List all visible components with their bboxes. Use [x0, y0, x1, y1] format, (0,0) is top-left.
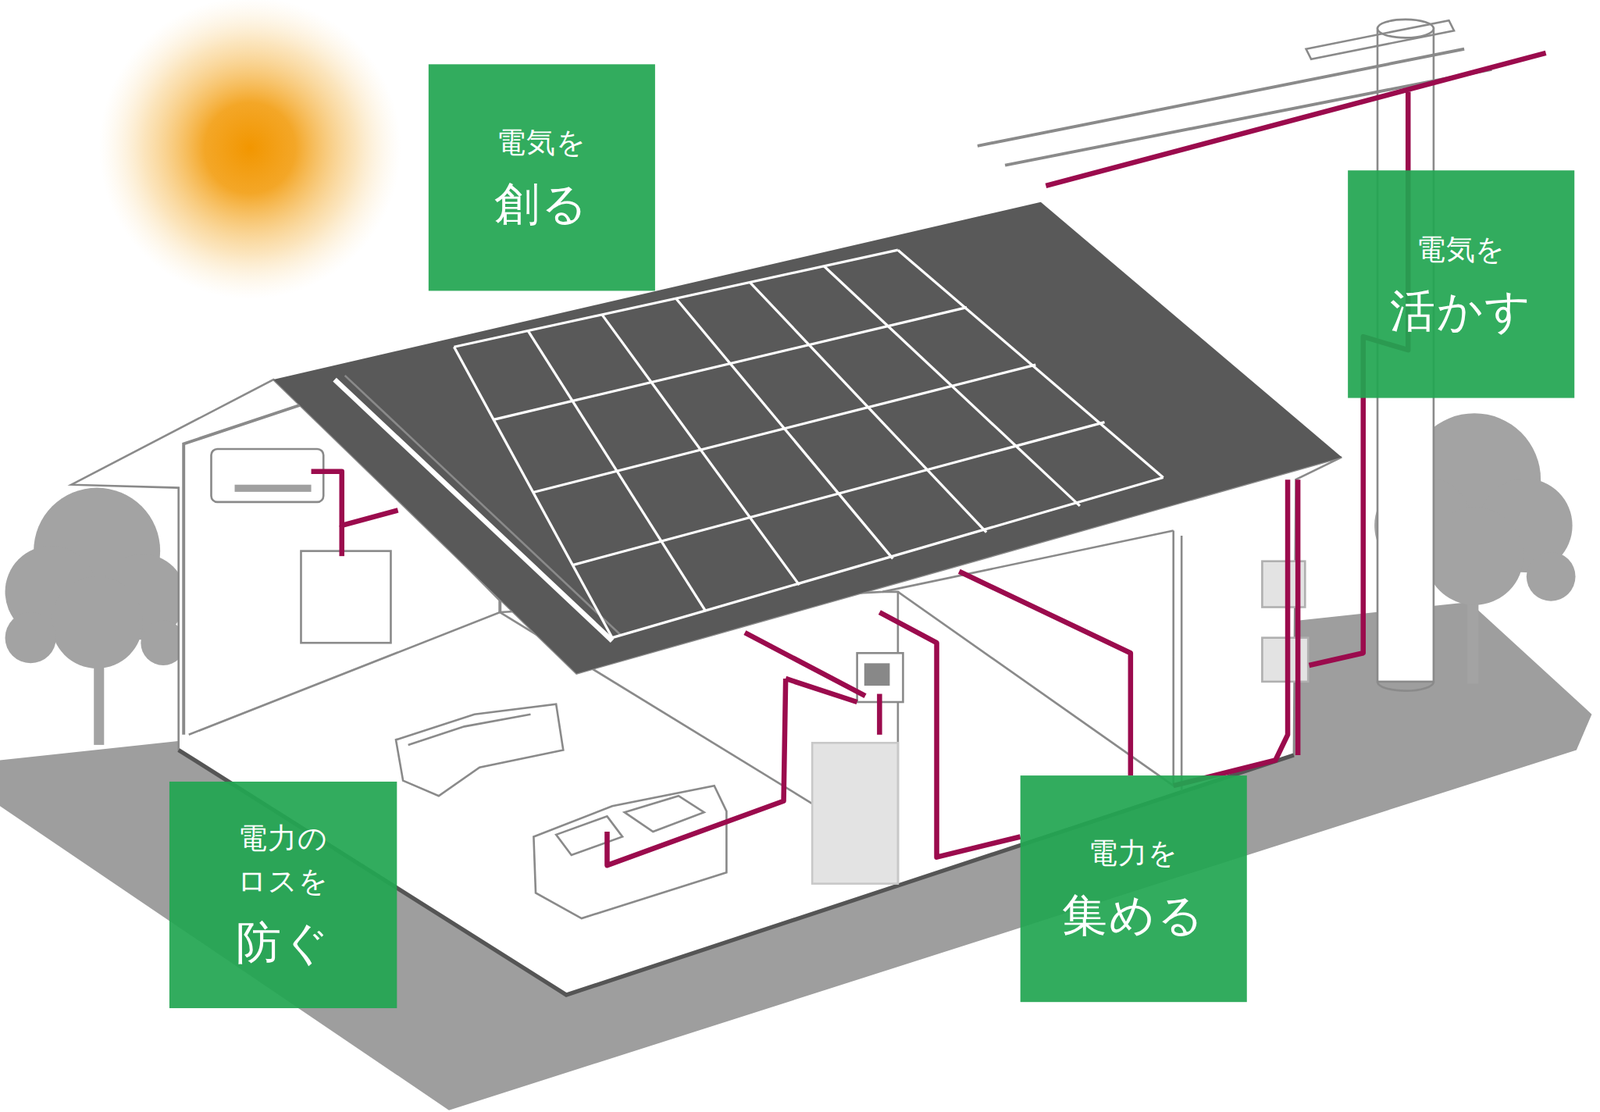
wire: [785, 678, 857, 703]
tree-crown: [1425, 506, 1523, 605]
kitchen-counter: [533, 785, 727, 919]
air-conditioner: [210, 448, 324, 503]
label-heading: 活かす: [1389, 281, 1533, 341]
tree-crown: [5, 612, 57, 663]
label-box: 電気を活かす: [1347, 170, 1575, 398]
sink: [624, 795, 705, 832]
roof-rail: [345, 375, 621, 635]
panel-line: [493, 307, 967, 421]
monitor-screen: [864, 662, 891, 686]
sofa: [395, 704, 564, 797]
sofa-back: [408, 714, 531, 745]
label-box: 電力の ロスを防ぐ: [169, 781, 397, 1009]
wire: [1295, 479, 1301, 756]
wire: [876, 694, 883, 735]
pole-crossarm: [1306, 20, 1454, 60]
air-conditioner-vent: [235, 484, 312, 492]
panel-line: [533, 364, 1037, 492]
wire: [958, 571, 1131, 776]
panel-line: [897, 249, 1164, 478]
storage-battery: [812, 742, 898, 884]
label-heading: 創る: [494, 174, 590, 234]
partition-wall: [1180, 535, 1184, 792]
label-text: 電気を: [496, 121, 587, 165]
tree-crown: [1526, 552, 1576, 602]
wire: [606, 678, 786, 866]
service-wire: [1045, 53, 1546, 186]
panel-line: [572, 422, 1105, 566]
label-heading: 防ぐ: [235, 913, 332, 973]
label-box: 電気を創る: [428, 64, 656, 291]
wire: [338, 525, 345, 556]
sun: [99, 0, 402, 300]
label-box: 電力を集める: [1020, 775, 1248, 1002]
wall-panel: [300, 551, 391, 644]
roof-rail: [334, 379, 613, 642]
tree-left: [5, 488, 186, 745]
tree-crown: [50, 576, 143, 669]
label-heading: 集める: [1061, 886, 1205, 945]
sink: [555, 816, 623, 856]
panel-line: [612, 477, 1164, 638]
power-line: [1004, 69, 1492, 166]
power-line: [977, 49, 1465, 147]
solar-panel-grid: [453, 249, 1163, 638]
wire: [1173, 479, 1288, 786]
wire: [879, 612, 1020, 858]
pole-base: [1377, 681, 1434, 692]
label-text: 電力を: [1088, 833, 1179, 877]
label-text: 電力の ロスを: [225, 817, 340, 904]
label-text: 電気を: [1416, 228, 1507, 272]
